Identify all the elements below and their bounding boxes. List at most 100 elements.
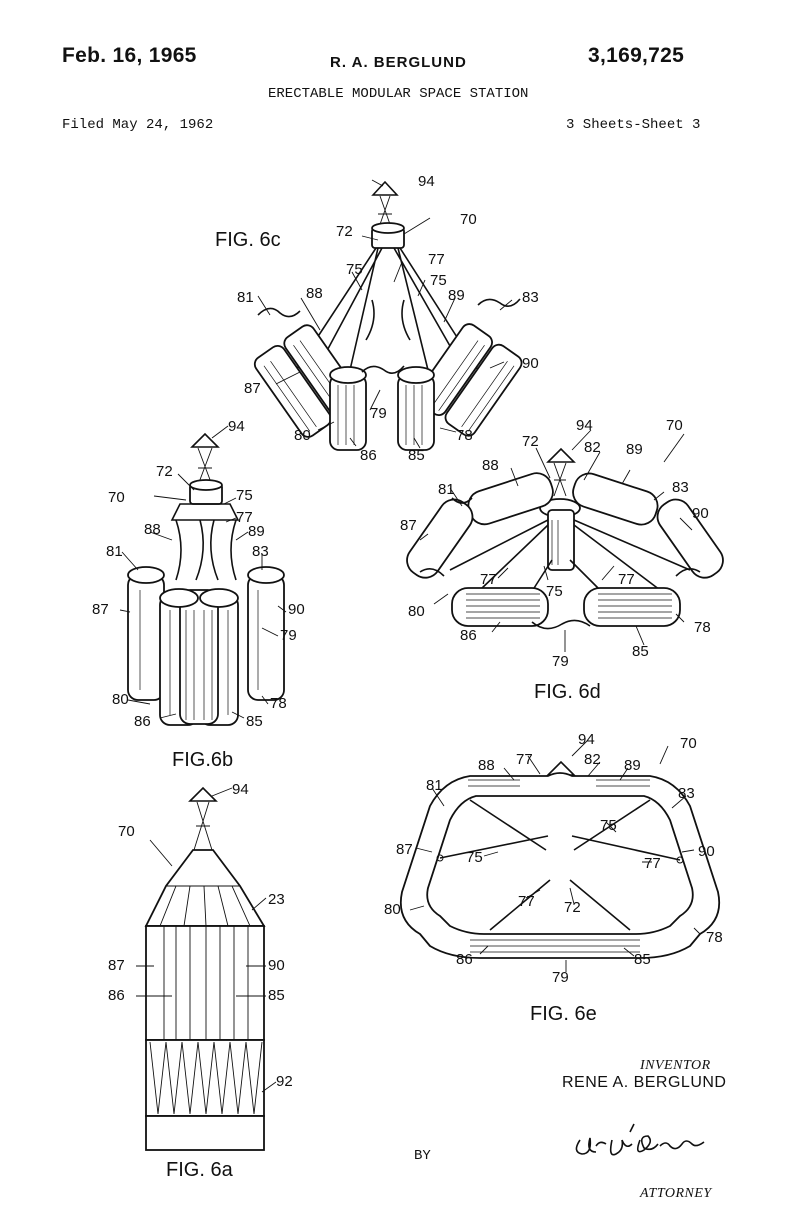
callout-78-6d: 78 (694, 619, 711, 636)
callout-75-6c-b: 75 (430, 272, 447, 289)
callout-87-6d: 87 (400, 517, 417, 534)
callout-94-6a: 94 (232, 781, 249, 798)
callout-87-6e: 87 (396, 841, 413, 858)
callout-87-6b: 87 (92, 601, 109, 618)
callout-89-6b: 89 (248, 523, 265, 540)
callout-86-6a: 86 (108, 987, 125, 1004)
attorney-label: ATTORNEY (640, 1186, 712, 1201)
callout-77-6e-a: 77 (516, 751, 533, 768)
figure-6e-drawing (399, 739, 721, 972)
callout-92-6a: 92 (276, 1073, 293, 1090)
callout-79-6d: 79 (552, 653, 569, 670)
callout-77-6d-b: 77 (618, 571, 635, 588)
callout-75-6e-a: 75 (600, 817, 617, 834)
callout-70-6b: 70 (108, 489, 125, 506)
callout-94-6e: 94 (578, 731, 595, 748)
figure-6d-drawing (406, 429, 724, 652)
callout-90-6e: 90 (698, 843, 715, 860)
callout-23-6a: 23 (268, 891, 285, 908)
callout-77-6e-b: 77 (644, 855, 661, 872)
callout-90-6a: 90 (268, 957, 285, 974)
callout-77-6c: 77 (428, 251, 445, 268)
callout-90-6d: 90 (692, 505, 709, 522)
callout-72-6e: 72 (564, 899, 581, 916)
callout-86-6b: 86 (134, 713, 151, 730)
callout-75-6e-b: 75 (466, 849, 483, 866)
callout-83-6b: 83 (252, 543, 269, 560)
callout-86-6e: 86 (456, 951, 473, 968)
callout-82-6d: 82 (584, 439, 601, 456)
callout-77-6d-a: 77 (480, 571, 497, 588)
by-label: BY (414, 1148, 431, 1164)
callout-86-6d: 86 (460, 627, 477, 644)
callout-78-6c: 78 (456, 427, 473, 444)
callout-80-6c: 80 (294, 427, 311, 444)
inventor-name: RENE A. BERGLUND (562, 1074, 727, 1091)
callout-87-6c: 87 (244, 380, 261, 397)
callout-72-6c: 72 (336, 223, 353, 240)
filed-date: Filed May 24, 1962 (62, 117, 214, 133)
callout-78-6e: 78 (706, 929, 723, 946)
callout-88-6b: 88 (144, 521, 161, 538)
callout-90-6c: 90 (522, 355, 539, 372)
callout-80-6b: 80 (112, 691, 129, 708)
callout-85-6a: 85 (268, 987, 285, 1004)
callout-81-6d: 81 (438, 481, 455, 498)
callout-79-6e: 79 (552, 969, 569, 986)
patent-title: ERECTABLE MODULAR SPACE STATION (268, 86, 529, 102)
callout-75-6d: 75 (546, 583, 563, 600)
fig-6d-label: FIG. 6d (534, 681, 601, 703)
callout-81-6b: 81 (106, 543, 123, 560)
callout-70-6d: 70 (666, 417, 683, 434)
callout-89-6c: 89 (448, 287, 465, 304)
callout-79-6c: 79 (370, 405, 387, 422)
fig-6b-label: FIG.6b (172, 749, 233, 771)
callout-85-6d: 85 (632, 643, 649, 660)
figure-6b-drawing (119, 425, 287, 726)
callout-82-6e: 82 (584, 751, 601, 768)
callout-80-6e: 80 (384, 901, 401, 918)
patent-number: 3,169,725 (588, 44, 685, 67)
fig-6e-label: FIG. 6e (530, 1003, 597, 1025)
callout-83-6c: 83 (522, 289, 539, 306)
callout-70-6c: 70 (460, 211, 477, 228)
inventor-short-name: R. A. BERGLUND (330, 54, 467, 71)
callout-81-6e: 81 (426, 777, 443, 794)
callout-75-6c-a: 75 (346, 261, 363, 278)
callout-77-6b: 77 (236, 509, 253, 526)
callout-89-6e: 89 (624, 757, 641, 774)
fig-6c-label: FIG. 6c (215, 229, 281, 251)
callout-72-6d: 72 (522, 433, 539, 450)
callout-94-6c: 94 (418, 173, 435, 190)
callout-85-6b: 85 (246, 713, 263, 730)
callout-72-6b: 72 (156, 463, 173, 480)
patent-date: Feb. 16, 1965 (62, 44, 197, 67)
callout-83-6d: 83 (672, 479, 689, 496)
attorney-signature (575, 1123, 705, 1156)
callout-77-6e-c: 77 (518, 893, 535, 910)
callout-83-6e: 83 (678, 785, 695, 802)
callout-81-6c: 81 (237, 289, 254, 306)
callout-88-6c: 88 (306, 285, 323, 302)
callout-94-6b: 94 (228, 418, 245, 435)
callout-94-6d: 94 (576, 417, 593, 434)
callout-88-6e: 88 (478, 757, 495, 774)
callout-75-6b: 75 (236, 487, 253, 504)
callout-85-6c: 85 (408, 447, 425, 464)
callout-85-6e: 85 (634, 951, 651, 968)
sheet-count: 3 Sheets-Sheet 3 (566, 117, 701, 133)
inventor-label: INVENTOR (640, 1058, 711, 1073)
callout-88-6d: 88 (482, 457, 499, 474)
callout-79-6b: 79 (280, 627, 297, 644)
figure-6c-drawing (253, 179, 523, 451)
callout-78-6b: 78 (270, 695, 287, 712)
callout-90-6b: 90 (288, 601, 305, 618)
fig-6a-label: FIG. 6a (166, 1159, 234, 1181)
callout-86-6c: 86 (360, 447, 377, 464)
figure-6a-drawing (136, 786, 277, 1151)
callout-70-6a: 70 (118, 823, 135, 840)
callout-89-6d: 89 (626, 441, 643, 458)
callout-80-6d: 80 (408, 603, 425, 620)
callout-87-6a: 87 (108, 957, 125, 974)
